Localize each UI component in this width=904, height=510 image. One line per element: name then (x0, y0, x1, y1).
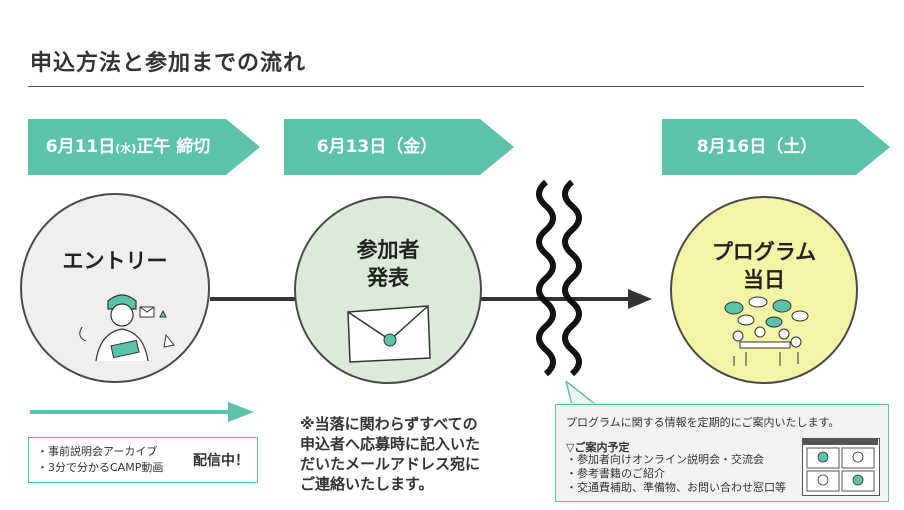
delivery-status: 配信中！ (193, 453, 249, 469)
archive-item: ・3分で分かるCAMP動画 (37, 461, 164, 474)
deadline-weekday: (水) (115, 142, 137, 155)
person-with-phone-icon (79, 294, 175, 362)
archive-items: ・事前説明会アーカイブ ・3分で分かるCAMP動画 (37, 444, 163, 476)
milestone-program-day: 8月16日（土） (662, 119, 890, 175)
announcement-date: 6月13日（金） (316, 137, 438, 157)
archive-arrow-line (30, 410, 230, 414)
timeline-arrowhead (628, 289, 652, 309)
bubble-list: ・参加者向けオンライン説明会・交流会 ・参考書籍のご紹介 ・交通費補助、準備物、… (566, 453, 786, 495)
bubble-list-item: ・交通費補助、準備物、お問い合わせ窓口等 (566, 481, 786, 494)
announcement-label-line2: 発表 (367, 266, 409, 290)
milestone-announcement: 6月13日（金） (284, 119, 514, 175)
program-day-circle: プログラム 当日 (670, 196, 858, 384)
entry-label: エントリー (62, 249, 168, 273)
group-discussion-icon (724, 296, 809, 366)
note-line: だいたメールアドレス宛に (300, 455, 481, 473)
note-line: 申込者へ応募時に記入いた (300, 435, 481, 453)
program-label-line2: 当日 (743, 268, 785, 292)
program-info-bubble: プログラムに関する情報を定期的にご案内いたします。 ▽ご案内予定 ・参加者向けオ… (555, 404, 889, 502)
tag-arrow-shape (662, 119, 890, 175)
note-line: ※当落に関わらずすべての (300, 415, 478, 433)
bubble-list-item: ・参考書籍のご紹介 (566, 467, 665, 480)
tag-arrow-shape (284, 119, 514, 175)
page-title: 申込方法と参加までの流れ (30, 51, 307, 76)
deadline-time: 正午 締切 (136, 137, 211, 157)
note-line: ご連絡いたします。 (300, 475, 434, 493)
archive-arrowhead (228, 402, 254, 422)
entry-circle: エントリー (20, 193, 210, 383)
announcement-circle: 参加者 発表 (294, 196, 482, 384)
envelope-icon (347, 305, 431, 363)
announcement-label-line1: 参加者 (356, 238, 420, 262)
title-divider (28, 86, 864, 87)
deadline-label: 6月11日(水)正午 締切 (28, 119, 228, 175)
archive-item: ・事前説明会アーカイブ (37, 445, 158, 458)
program-date: 8月16日（土） (696, 137, 818, 157)
archive-info-box: ・事前説明会アーカイブ ・3分で分かるCAMP動画 配信中！ (28, 437, 258, 483)
tag-arrow-shape (28, 119, 260, 175)
notification-note: ※当落に関わらずすべての 申込者へ応募時に記入いた だいたメールアドレス宛に ご… (300, 414, 480, 494)
milestone-deadline: 6月11日(水)正午 締切 (28, 119, 260, 175)
online-meeting-screen-icon (802, 438, 880, 496)
time-gap-squiggle-icon (536, 179, 582, 377)
bubble-intro: プログラムに関する情報を定期的にご案内いたします。 (566, 416, 840, 429)
video-call-grid-icon (803, 439, 878, 492)
deadline-date: 6月11日 (45, 137, 116, 157)
bubble-subhead: ▽ご案内予定 (566, 441, 630, 454)
program-label-line1: プログラム (711, 240, 817, 264)
bubble-list-item: ・参加者向けオンライン説明会・交流会 (566, 453, 764, 466)
